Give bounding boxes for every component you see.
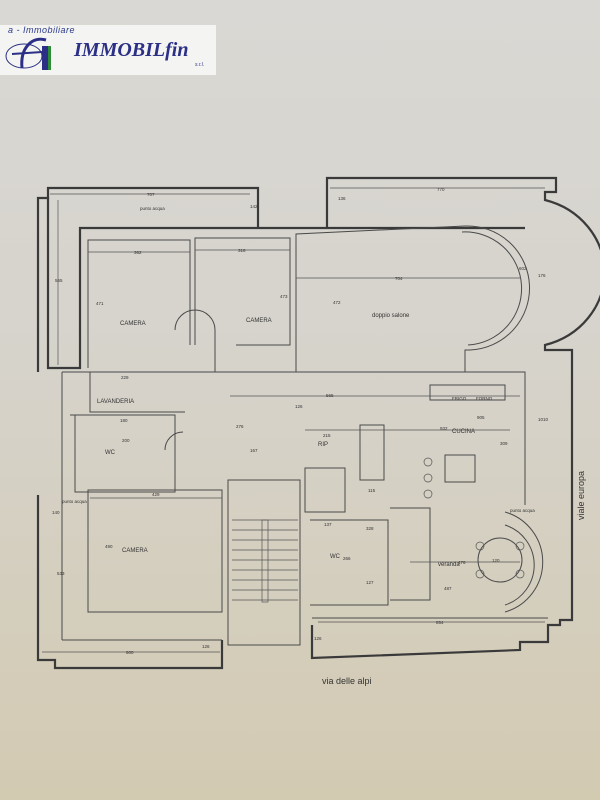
outer-walls: [36, 176, 600, 670]
dim-label: 126: [314, 636, 322, 641]
dim-label: 533: [57, 571, 65, 576]
dim-label: 215: [323, 433, 331, 438]
staircase: [232, 519, 298, 603]
room-label-salone: doppio salone: [372, 313, 410, 319]
punto-acqua-label: punto acqua: [140, 206, 165, 211]
dim-label: 602: [519, 266, 527, 271]
dim-label: 362: [134, 250, 142, 255]
room-label-rip: RIP: [318, 442, 328, 448]
dim-label: 472: [333, 300, 341, 305]
logo-fi-icon: [5, 37, 51, 70]
dim-label: 176: [538, 273, 546, 278]
dim-label: 565: [55, 278, 63, 283]
room-label-camera: CAMERA: [122, 548, 148, 554]
room-label-lavanderia: LAVANDERIA: [97, 399, 134, 405]
room-label-wc: WC: [105, 450, 116, 456]
room-label-camera: CAMERA: [120, 321, 146, 327]
dim-label: 328: [366, 526, 374, 531]
punto-acqua-label: punto acqua: [510, 508, 535, 513]
street-label-right: viale europa: [576, 471, 586, 520]
interior-walls: [61, 225, 548, 646]
dim-label: 266: [343, 556, 351, 561]
dim-label: 136: [338, 196, 346, 201]
room-label-cucina: CUCINA: [452, 429, 475, 435]
dim-label: 180: [120, 418, 128, 423]
label-frigo: FRIGO: [452, 396, 467, 401]
dim-label: 565: [326, 393, 334, 398]
dim-label: 490: [105, 544, 113, 549]
logo-brand-name: IMMOBILfin: [74, 39, 189, 61]
street-label-bottom: via delle alpi: [322, 676, 372, 686]
dim-label: 126: [202, 644, 210, 649]
dim-label: 476: [458, 560, 466, 565]
dimension-values: 707 142 565 362 471 316 473 770 136 704 …: [52, 187, 549, 655]
dim-label: 276: [236, 424, 244, 429]
label-forno: FORNO: [476, 396, 493, 401]
dim-label: 932: [440, 426, 448, 431]
dim-label: 1010: [538, 417, 549, 422]
dim-label: 127: [366, 580, 374, 585]
dim-label: 770: [437, 187, 445, 192]
dim-label: 707: [147, 192, 155, 197]
dim-label: 115: [368, 488, 376, 493]
room-label-camera: CAMERA: [246, 318, 272, 324]
dim-label: 487: [444, 586, 452, 591]
dim-label: 126: [295, 404, 303, 409]
dim-label: 229: [121, 375, 129, 380]
company-logo: a - Immobiliare IMMOBILfin s.r.l.: [0, 25, 216, 75]
dim-label: 167: [250, 448, 258, 453]
dim-label: 200: [122, 438, 130, 443]
logo-suffix: s.r.l.: [195, 62, 205, 68]
dimension-lines: [42, 187, 545, 653]
dim-label: 429: [152, 492, 160, 497]
dim-label: 471: [96, 301, 104, 306]
dim-label: 142: [250, 204, 258, 209]
dim-label: 704: [395, 276, 403, 281]
dim-label: 309: [500, 441, 508, 446]
dim-label: 600: [126, 650, 134, 655]
dim-label: 854: [436, 620, 444, 625]
logo-arc-text: a - Immobiliare: [8, 25, 76, 35]
room-label-wc: WC: [330, 554, 341, 560]
dim-label: 473: [280, 294, 288, 299]
dim-label: 316: [238, 248, 246, 253]
punto-acqua-label: punto acqua: [62, 499, 87, 504]
dim-label: 120: [492, 558, 500, 563]
dining-table: [423, 457, 544, 613]
dim-label: 140: [52, 510, 60, 515]
room-label-veranda: veranda: [438, 562, 460, 568]
dim-label: 137: [324, 522, 332, 527]
dim-label: 905: [477, 415, 485, 420]
